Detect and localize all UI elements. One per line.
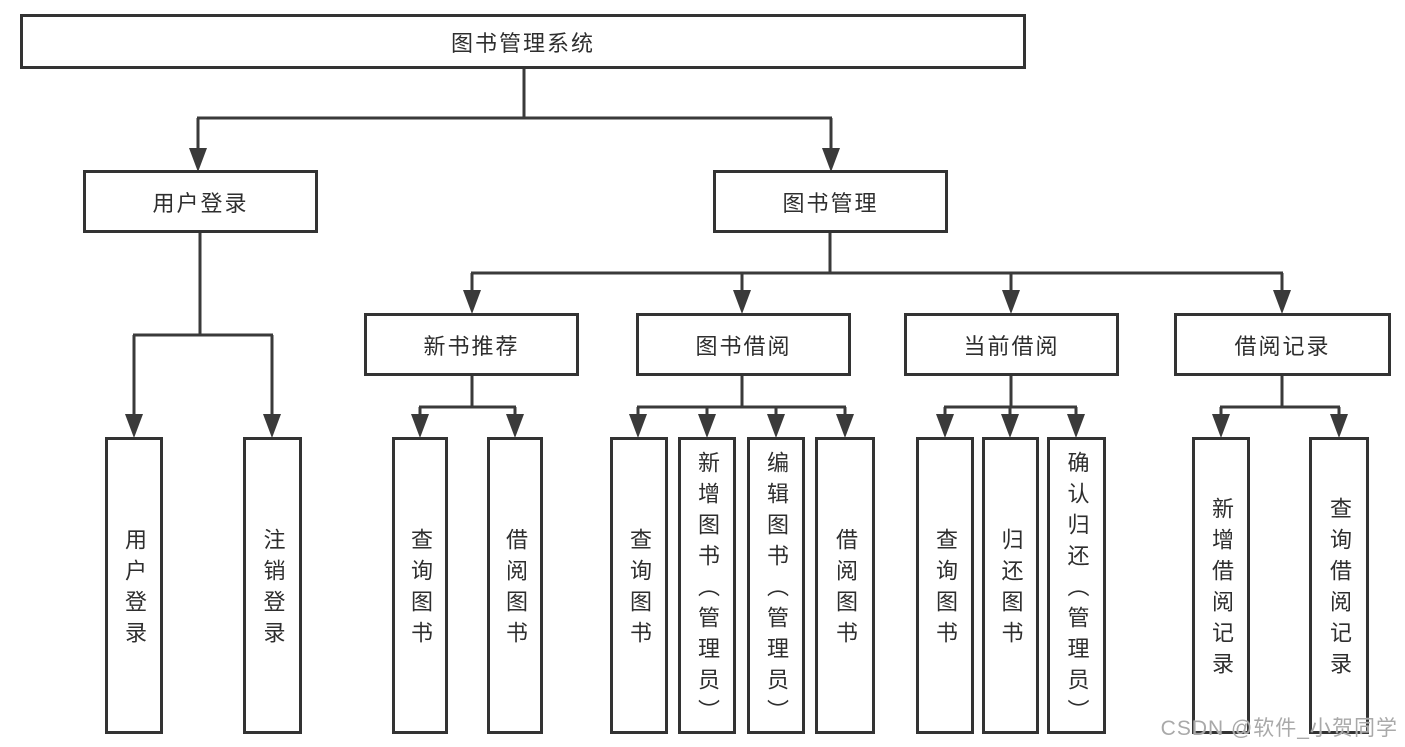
- node-borrow-record: 借阅记录: [1174, 313, 1391, 376]
- leaf-borrow-query-books-label: 查询图书: [627, 528, 652, 652]
- leaf-rec-query-books-label: 查询图书: [408, 528, 433, 652]
- leaf-logout: 注销登录: [243, 437, 302, 734]
- leaf-logout-label: 注销登录: [260, 528, 286, 652]
- leaf-return-books: 归还图书: [982, 437, 1039, 734]
- node-current-borrow-label: 当前借阅: [963, 333, 1060, 359]
- leaf-add-borrow-record: 新增借阅记录: [1192, 437, 1250, 734]
- leaf-confirm-return-admin: 确认归还（管理员）: [1047, 437, 1106, 734]
- leaf-edit-books-admin: 编辑图书（管理员）: [747, 437, 805, 734]
- node-book-borrow-label: 图书借阅: [695, 333, 792, 359]
- node-new-book-recommend-label: 新书推荐: [423, 333, 520, 359]
- node-borrow-record-label: 借阅记录: [1234, 333, 1331, 359]
- leaf-rec-borrow-books-label: 借阅图书: [503, 528, 528, 652]
- leaf-rec-query-books: 查询图书: [392, 437, 448, 734]
- leaf-add-books-admin: 新增图书（管理员）: [678, 437, 736, 734]
- leaf-user-login-label: 用户登录: [122, 528, 147, 652]
- leaf-query-borrow-record: 查询借阅记录: [1309, 437, 1369, 734]
- leaf-confirm-return-admin-label: 确认归还（管理员）: [1064, 450, 1090, 730]
- leaf-add-books-admin-label: 新增图书（管理员）: [695, 450, 720, 730]
- leaf-borrow-books-label: 借阅图书: [833, 528, 858, 652]
- leaf-current-query-books: 查询图书: [916, 437, 974, 734]
- node-root-label: 图书管理系统: [450, 30, 595, 56]
- leaf-rec-borrow-books: 借阅图书: [487, 437, 543, 734]
- leaf-current-query-books-label: 查询图书: [933, 528, 958, 652]
- leaf-add-borrow-record-label: 新增借阅记录: [1209, 497, 1234, 683]
- node-new-book-recommend: 新书推荐: [364, 313, 579, 376]
- node-book-management-label: 图书管理: [782, 190, 879, 216]
- node-book-borrow: 图书借阅: [636, 313, 851, 376]
- leaf-query-borrow-record-label: 查询借阅记录: [1327, 497, 1352, 683]
- leaf-borrow-books: 借阅图书: [815, 437, 875, 734]
- leaf-borrow-query-books: 查询图书: [610, 437, 668, 734]
- node-book-management: 图书管理: [713, 170, 948, 233]
- leaf-user-login: 用户登录: [105, 437, 163, 734]
- csdn-watermark: CSDN @软件_小贺同学: [1160, 717, 1398, 740]
- node-user-login: 用户登录: [83, 170, 318, 233]
- node-root: 图书管理系统: [20, 14, 1026, 69]
- node-current-borrow: 当前借阅: [904, 313, 1119, 376]
- node-user-login-label: 用户登录: [152, 190, 249, 216]
- leaf-edit-books-admin-label: 编辑图书（管理员）: [764, 450, 789, 730]
- leaf-return-books-label: 归还图书: [998, 528, 1024, 652]
